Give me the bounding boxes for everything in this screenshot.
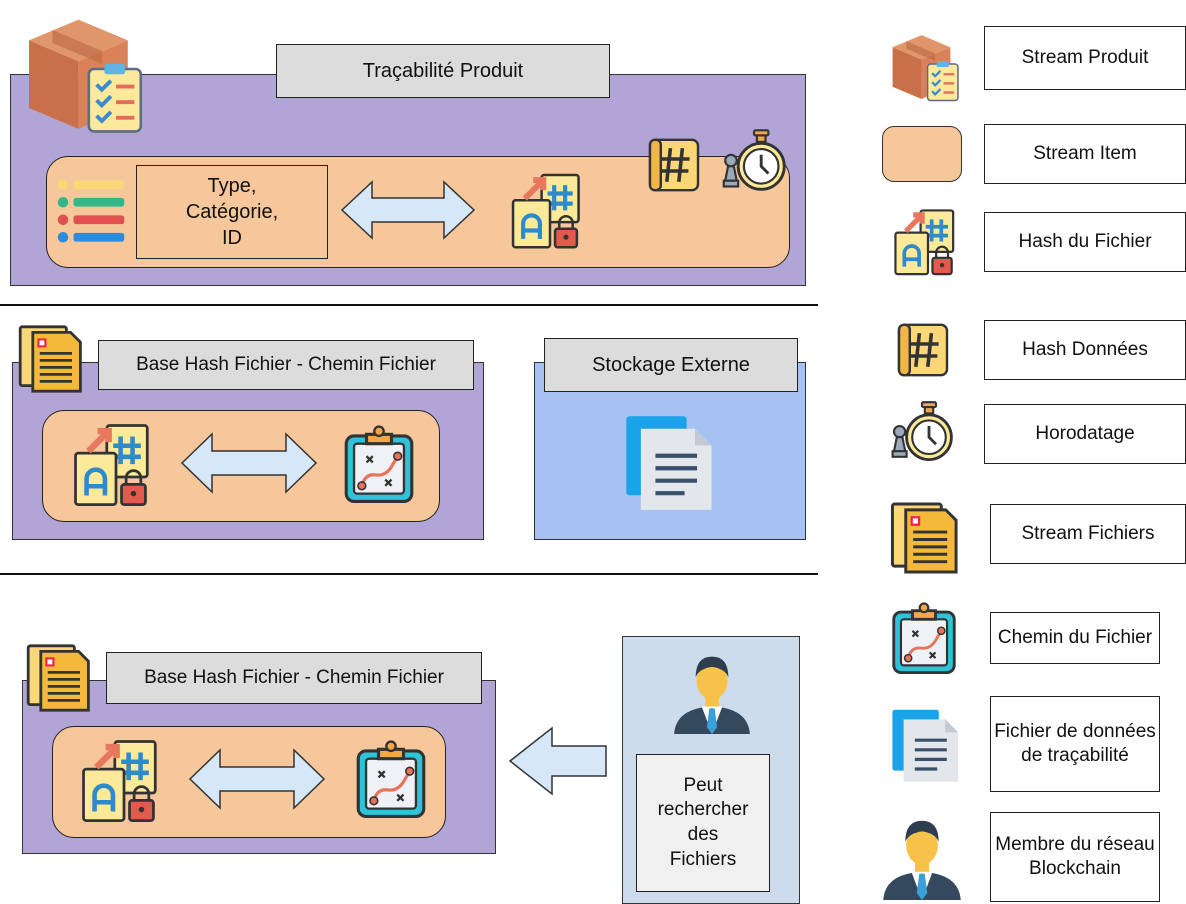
double-arrow-icon [180, 432, 318, 494]
legend-icon-file-stream [890, 502, 958, 574]
double-arrow-icon [188, 748, 326, 810]
member-action-box: Peut rechercher des Fichiers [636, 754, 770, 892]
item-fields-icon [57, 179, 125, 243]
legend-icon-hash [897, 322, 949, 378]
search-arrow-left-icon [508, 726, 607, 796]
legend-label-chemin-fichier: Chemin du Fichier [990, 612, 1160, 664]
hash-icon [648, 137, 700, 193]
file-stream-document-icon [18, 325, 82, 393]
timestamp-stopwatch-icon [722, 128, 786, 191]
legend-icon-member [883, 820, 961, 900]
legend-label-stream-item: Stream Item [984, 124, 1186, 184]
legend-label-horodatage: Horodatage [984, 404, 1186, 464]
section-divider-2 [0, 573, 818, 575]
file-path-clipboard-icon [356, 739, 426, 819]
file-hash-icon [78, 736, 170, 828]
file-hash-icon [508, 170, 592, 254]
legend-label-hash-donnees: Hash Données [984, 320, 1186, 380]
blockchain-member-icon [674, 656, 750, 734]
product-box-icon [6, 4, 156, 134]
legend-label-stream-fichiers: Stream Fichiers [990, 504, 1186, 564]
legend-label-fichier-donnees: Fichier de données de traçabilité [990, 696, 1160, 792]
legend-label-stream-produit: Stream Produit [984, 26, 1186, 90]
legend-label-membre-blockchain: Membre du réseau Blockchain [990, 812, 1160, 902]
external-storage-title: Stockage Externe [544, 338, 798, 392]
data-file-icon [618, 402, 722, 522]
legend-swatch-stream-item [882, 126, 962, 182]
legend-icon-product [891, 33, 960, 102]
file-stream-document-icon [26, 644, 91, 712]
double-arrow-icon [340, 180, 476, 240]
file-hash-icon [70, 420, 162, 512]
legend-label-hash-fichier: Hash du Fichier [984, 212, 1186, 272]
file-hash-base-title-member: Base Hash Fichier - Chemin Fichier [106, 652, 482, 704]
product-traceability-title: Traçabilité Produit [276, 44, 610, 98]
file-path-clipboard-icon [344, 424, 414, 504]
legend-icon-file-hash [888, 206, 968, 280]
legend-icon-file-path [892, 601, 956, 675]
legend-icon-timestamp [891, 400, 953, 462]
file-hash-base-title: Base Hash Fichier - Chemin Fichier [98, 340, 474, 390]
item-fields-box: Type, Catégorie, ID [136, 165, 328, 259]
section-divider-1 [0, 304, 818, 306]
legend-icon-data-file [890, 707, 960, 784]
